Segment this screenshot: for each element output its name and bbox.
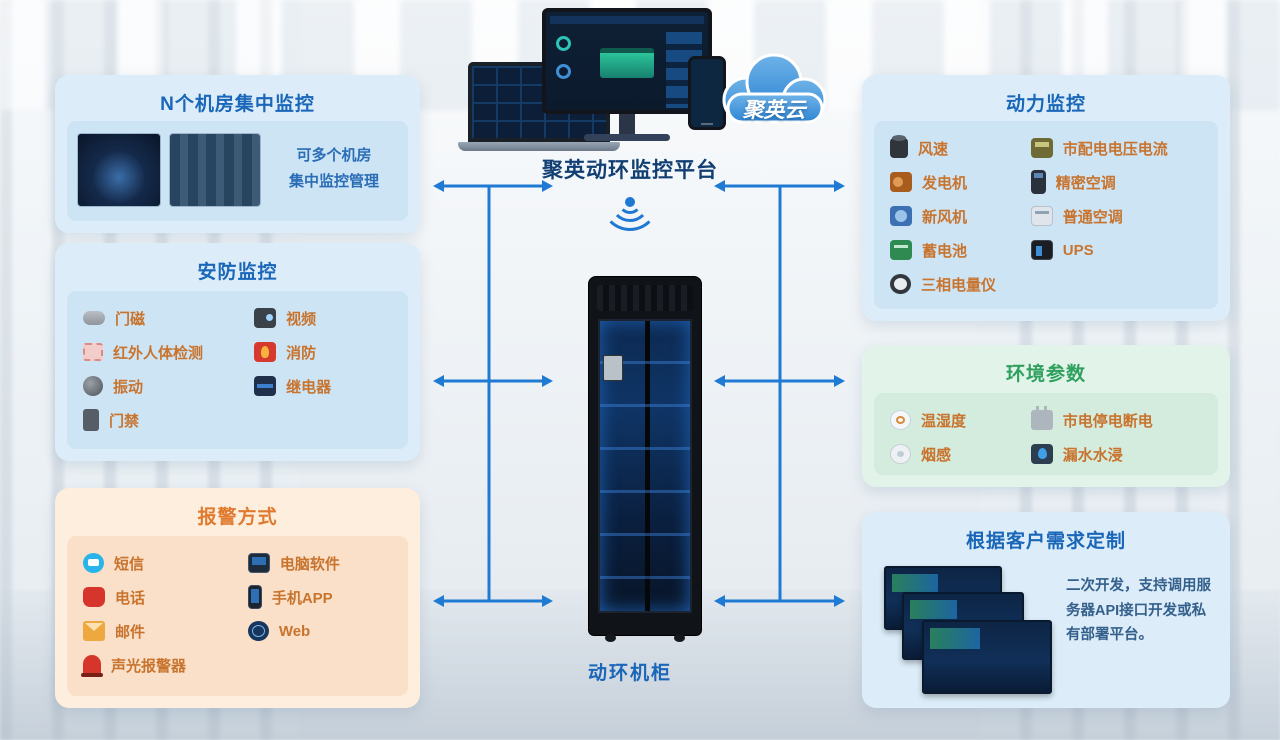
monitor-screen [542,8,712,114]
phone-icon [83,587,105,607]
siren-icon [81,655,103,677]
power-item: 发电机 [890,165,1031,199]
security-item: 门磁 [83,301,254,335]
security-items: 门磁 视频 红外人体检测 消防 [67,291,408,449]
sms-icon [83,553,104,573]
panel-power: 动力监控 风速 市配电电压电流 发电机 [862,75,1230,321]
cabinet-wheel-right [674,634,685,642]
door-magnet-icon [83,311,105,325]
ac-icon [1030,206,1053,226]
alarm-item: 手机APP [247,580,400,614]
dashboard-screenshot-3 [922,620,1052,694]
panel-power-title: 动力监控 [1005,94,1086,115]
security-item: 门禁 [83,403,254,437]
power-item: 蓄电池 [890,233,1031,267]
cloud-icon [722,53,827,124]
dashboard-3d-device [600,48,654,78]
power-item: UPS [1030,233,1210,267]
desktop-monitor-device [542,8,712,141]
software-icon [247,553,270,573]
panel-custom-description: 二次开发，支持调用服务器API接口开发或私有部署平台。 [1066,578,1211,644]
wifi-signal-icon [598,196,662,252]
panel-alarm-title: 报警方式 [197,507,278,528]
voltage-icon [1030,138,1053,158]
cabinet-vent [597,285,693,311]
power-item: 三相电量仪 [890,267,1031,301]
environment-items: 温湿度 市电停电断电 烟感 漏水水浸 [874,393,1218,475]
precision-ac-icon [1030,170,1046,194]
caption-line-1: 可多个机房 [296,147,372,164]
panel-security-title: 安防监控 [197,262,278,283]
infrared-icon [83,343,103,361]
dashboard-gauge-1 [556,36,571,51]
cloud-badge: 聚英云 [712,42,836,138]
app-icon [247,585,262,609]
cloud-label: 聚英云 [742,99,806,122]
dashboard-gauge-2 [556,64,571,79]
power-item: 新风机 [890,199,1031,233]
alarm-item: 邮件 [83,614,248,648]
alarm-item: 声光报警器 [81,648,248,682]
laptop-base [458,142,620,151]
alarm-item: 电话 [83,580,248,614]
environment-item: 烟感 [890,437,1031,471]
environment-item: 漏水水浸 [1030,437,1210,471]
environment-item: 市电停电断电 [1030,403,1210,437]
platform-title: 聚英动环监控平台 [542,159,718,182]
battery-icon [890,240,912,260]
ups-icon [1030,240,1053,260]
camera-icon [254,308,277,328]
outage-icon [1030,406,1053,430]
fire-icon [254,342,277,362]
power-items: 风速 市配电电压电流 发电机 精密空调 [874,121,1218,309]
monitor-stand [619,114,635,134]
cabinet-wheel-left [605,634,616,642]
monitor-base [584,134,670,141]
security-item: 红外人体检测 [83,335,254,369]
panel-rooms-title: N个机房集中监控 [160,94,315,115]
anemometer-icon [890,135,908,158]
dashboard-screenshots [880,566,1060,698]
caption-line-2: 集中监控管理 [288,173,379,191]
mail-icon [83,621,105,641]
cabinet-label: 动环机柜 [587,663,672,684]
panel-rooms: N个机房集中监控 可多个机房 集中监控管理 [55,75,420,233]
alarm-item: 短信 [83,546,248,580]
security-item: 振动 [83,369,254,403]
server-room-photo-2 [169,133,261,207]
power-item: 风速 [890,131,1031,165]
access-icon [83,409,99,431]
power-item: 市配电电压电流 [1030,131,1210,165]
relay-icon [254,376,277,396]
fresh-air-icon [890,206,912,226]
alarm-item: 电脑软件 [247,546,400,580]
security-item: 消防 [254,335,400,369]
power-item: 精密空调 [1030,165,1210,199]
panel-alarm: 报警方式 短信 电脑软件 电话 [55,488,420,708]
panel-rooms-caption: 可多个机房 集中监控管理 [267,143,401,196]
panel-environment-title: 环境参数 [1005,364,1086,385]
water-icon [1030,444,1053,464]
panel-custom: 根据客户需求定制 二次开发，支持调用服务器API接口开发或私有部署平台。 [862,512,1230,708]
panel-environment: 环境参数 温湿度 市电停电断电 烟感 [862,345,1230,487]
vibration-icon [83,376,103,396]
dashboard-header-bar [550,16,704,24]
power-meter-icon [890,274,911,294]
alarm-item: Web [247,614,400,648]
panel-custom-title: 根据客户需求定制 [965,531,1126,552]
power-item: 普通空调 [1030,199,1210,233]
temp-humidity-icon [890,410,911,430]
environment-item: 温湿度 [890,403,1031,437]
server-room-photo-1 [77,133,161,207]
panel-security: 安防监控 门磁 视频 红外人体检测 [55,243,420,461]
monitoring-cabinet [588,276,702,642]
security-item: 视频 [254,301,400,335]
panel-rooms-body: 可多个机房 集中监控管理 [67,121,408,221]
alarm-items: 短信 电脑软件 电话 手机APP [67,536,408,696]
cabinet-control-screen [603,355,623,381]
generator-icon [890,172,912,192]
security-item: 继电器 [254,369,400,403]
smoke-icon [890,444,911,464]
web-icon [247,621,269,641]
